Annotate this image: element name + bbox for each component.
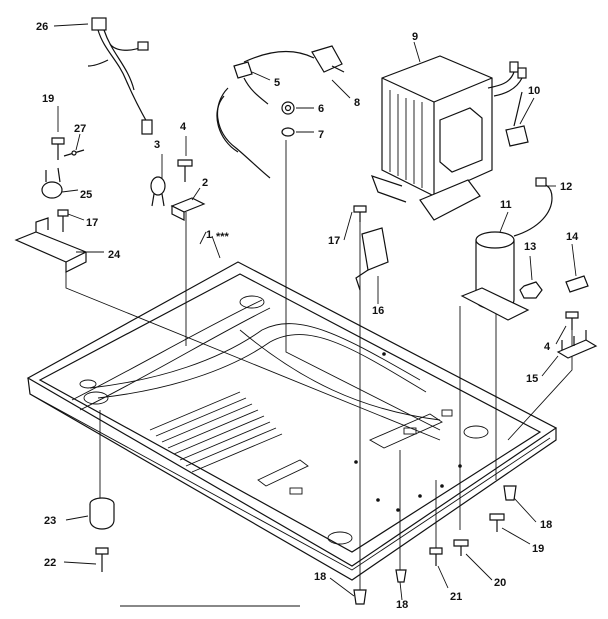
callout-25: 25: [80, 189, 92, 201]
screw-20-part: [453, 539, 469, 556]
callout-26: 27: [74, 123, 86, 135]
screw-19-part: [51, 137, 65, 160]
callout-18-center: 18: [396, 599, 408, 611]
foot-18-right-part: [503, 485, 517, 501]
callout-22: 22: [44, 557, 56, 569]
bracket-24-part: [14, 217, 88, 273]
callout-9: 9: [412, 31, 418, 43]
callout-18-left: 18: [314, 571, 326, 583]
assembly-mark: ***: [216, 231, 230, 243]
callout-17-middle: 17: [328, 235, 340, 247]
base-plate: [26, 261, 558, 581]
callout-24: 24: [108, 249, 121, 261]
callout-4-right: 4: [544, 341, 551, 353]
callout-27: 26: [36, 21, 48, 33]
callout-17-left: 17: [86, 217, 98, 229]
transformer-part: [370, 55, 527, 221]
connector-5-part: [216, 61, 271, 179]
callout-20: 20: [494, 577, 506, 589]
washer-7-part: [281, 127, 295, 137]
fuse-part: [565, 275, 589, 293]
callout-18-right: 18: [540, 519, 552, 531]
callout-19-top: 19: [42, 93, 54, 105]
screw-26-part: [63, 149, 85, 157]
screw-4-part: [177, 159, 193, 182]
callout-1: 1: [206, 229, 212, 241]
callout-8: 8: [354, 97, 360, 109]
callout-10: 10: [528, 85, 540, 97]
leader-lines: [65, 140, 573, 590]
switch-part: [355, 227, 389, 291]
screw-17-middle-part: [353, 205, 367, 222]
callout-15: 15: [526, 373, 538, 385]
screw-21-part: [429, 547, 443, 566]
foot-18-center-part: [395, 569, 407, 583]
callout-14: 14: [566, 231, 579, 243]
capacitor-part: [460, 231, 530, 321]
diode-part: [505, 91, 529, 147]
terminal-block-part: [170, 197, 206, 221]
screw-17-part: [57, 209, 69, 232]
plug-part: [243, 45, 345, 73]
thermal-cutout-part: [41, 167, 63, 199]
callout-3: 3: [154, 139, 160, 151]
foot-23-part: [89, 497, 115, 530]
screw-22-part: [95, 547, 109, 572]
fuse-holder-part: [556, 330, 598, 359]
callout-11: 11: [500, 199, 512, 211]
callout-16: 16: [372, 305, 384, 317]
bushing-6-part: [281, 101, 295, 115]
callout-21: 21: [450, 591, 462, 603]
callout-13: 13: [524, 241, 536, 253]
callout-arrows: [53, 23, 577, 601]
thermistor-part: [150, 176, 166, 207]
callout-19-bottom: 19: [532, 543, 544, 555]
callout-23: 23: [44, 515, 56, 527]
callout-7: 7: [318, 129, 324, 141]
screw-19-bottom-part: [489, 513, 505, 532]
foot-18-left-part: [353, 589, 367, 605]
callout-12: 12: [560, 181, 572, 193]
callout-5: 5: [274, 77, 280, 89]
callout-labels: 26 19 27 25 17 24 3 4 2 1 *** 5 6 7 8 9 …: [36, 21, 579, 611]
callout-2: 2: [202, 177, 208, 189]
callout-4-left: 4: [180, 121, 187, 133]
vent-slots: [149, 391, 283, 473]
screw-4-right-part: [565, 311, 579, 330]
callout-6: 6: [318, 103, 324, 115]
nut-part: [519, 281, 543, 299]
wire-lead-part: [513, 177, 553, 237]
wire-harness-part: [87, 17, 153, 135]
